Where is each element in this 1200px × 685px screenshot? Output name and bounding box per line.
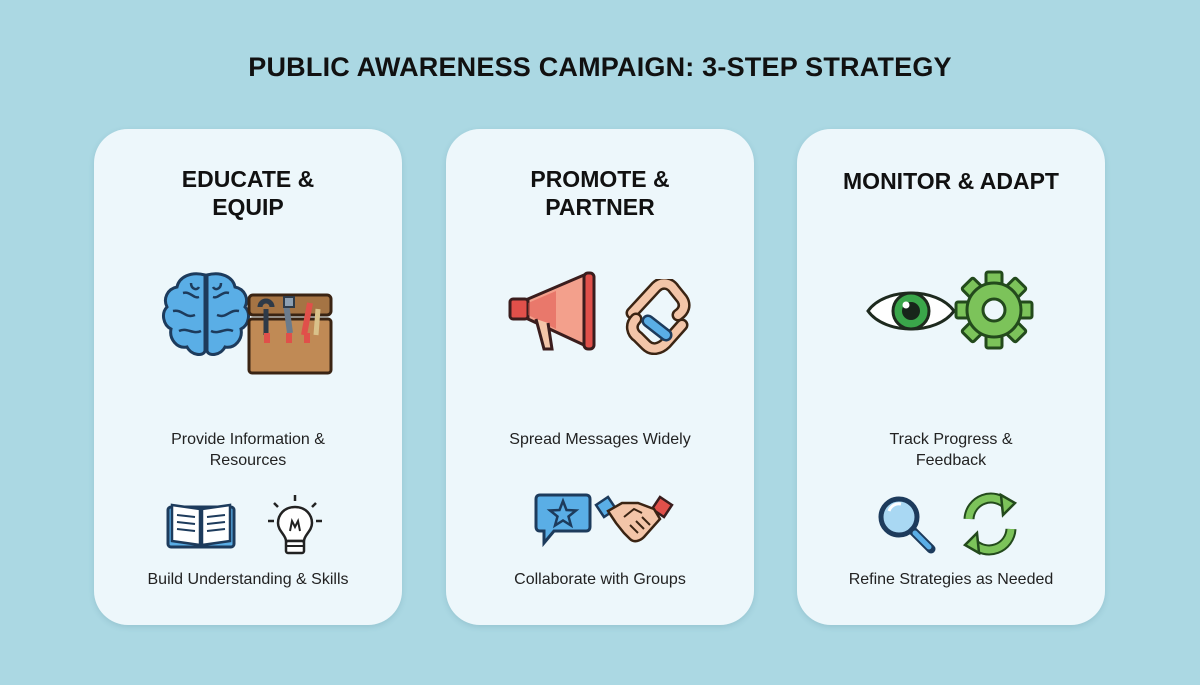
card-main-text-line1: Spread Messages Widely [509, 431, 691, 448]
card-heading-line1: MONITOR & ADAPT [843, 168, 1059, 194]
brain-icon [162, 272, 250, 356]
open-book-icon [166, 503, 236, 549]
megaphone-icon [508, 271, 596, 351]
lightbulb-icon [268, 495, 322, 555]
card-main-text-line2: Resources [209, 452, 287, 469]
card-sub-text: Refine Strategies as Needed [848, 571, 1054, 588]
card-heading-line2: EQUIP [212, 194, 284, 220]
card-heading-line1: PROMOTE & [530, 166, 670, 192]
magnifying-glass-icon [878, 496, 936, 554]
chain-link-icon [625, 279, 691, 355]
handshake-icon [594, 495, 674, 543]
card-sub-text: Build Understanding & Skills [147, 571, 349, 588]
card-heading-line1: EDUCATE & [181, 166, 315, 192]
card-monitor-adapt: MONITOR & ADAPT Track Progress & Feedbac… [797, 129, 1105, 625]
card-main-text-line2: Feedback [915, 452, 987, 469]
card-sub-text: Collaborate with Groups [514, 571, 686, 588]
card-heading-line2: PARTNER [545, 194, 655, 220]
card-main-text-line1: Track Progress & [889, 431, 1013, 448]
card-main-text-line1: Provide Information & [171, 431, 325, 448]
gear-icon [954, 270, 1034, 350]
page-title: PUBLIC AWARENESS CAMPAIGN: 3-STEP STRATE… [248, 52, 952, 82]
card-promote-partner: PROMOTE & PARTNER Spread Messages Widely… [446, 129, 754, 625]
refresh-arrows-icon [962, 492, 1018, 556]
card-educate-equip: EDUCATE & EQUIP Provide Information & Re… [94, 129, 402, 625]
toolbox-icon [247, 293, 333, 375]
star-speech-bubble-icon [534, 493, 592, 548]
eye-icon [866, 291, 956, 331]
